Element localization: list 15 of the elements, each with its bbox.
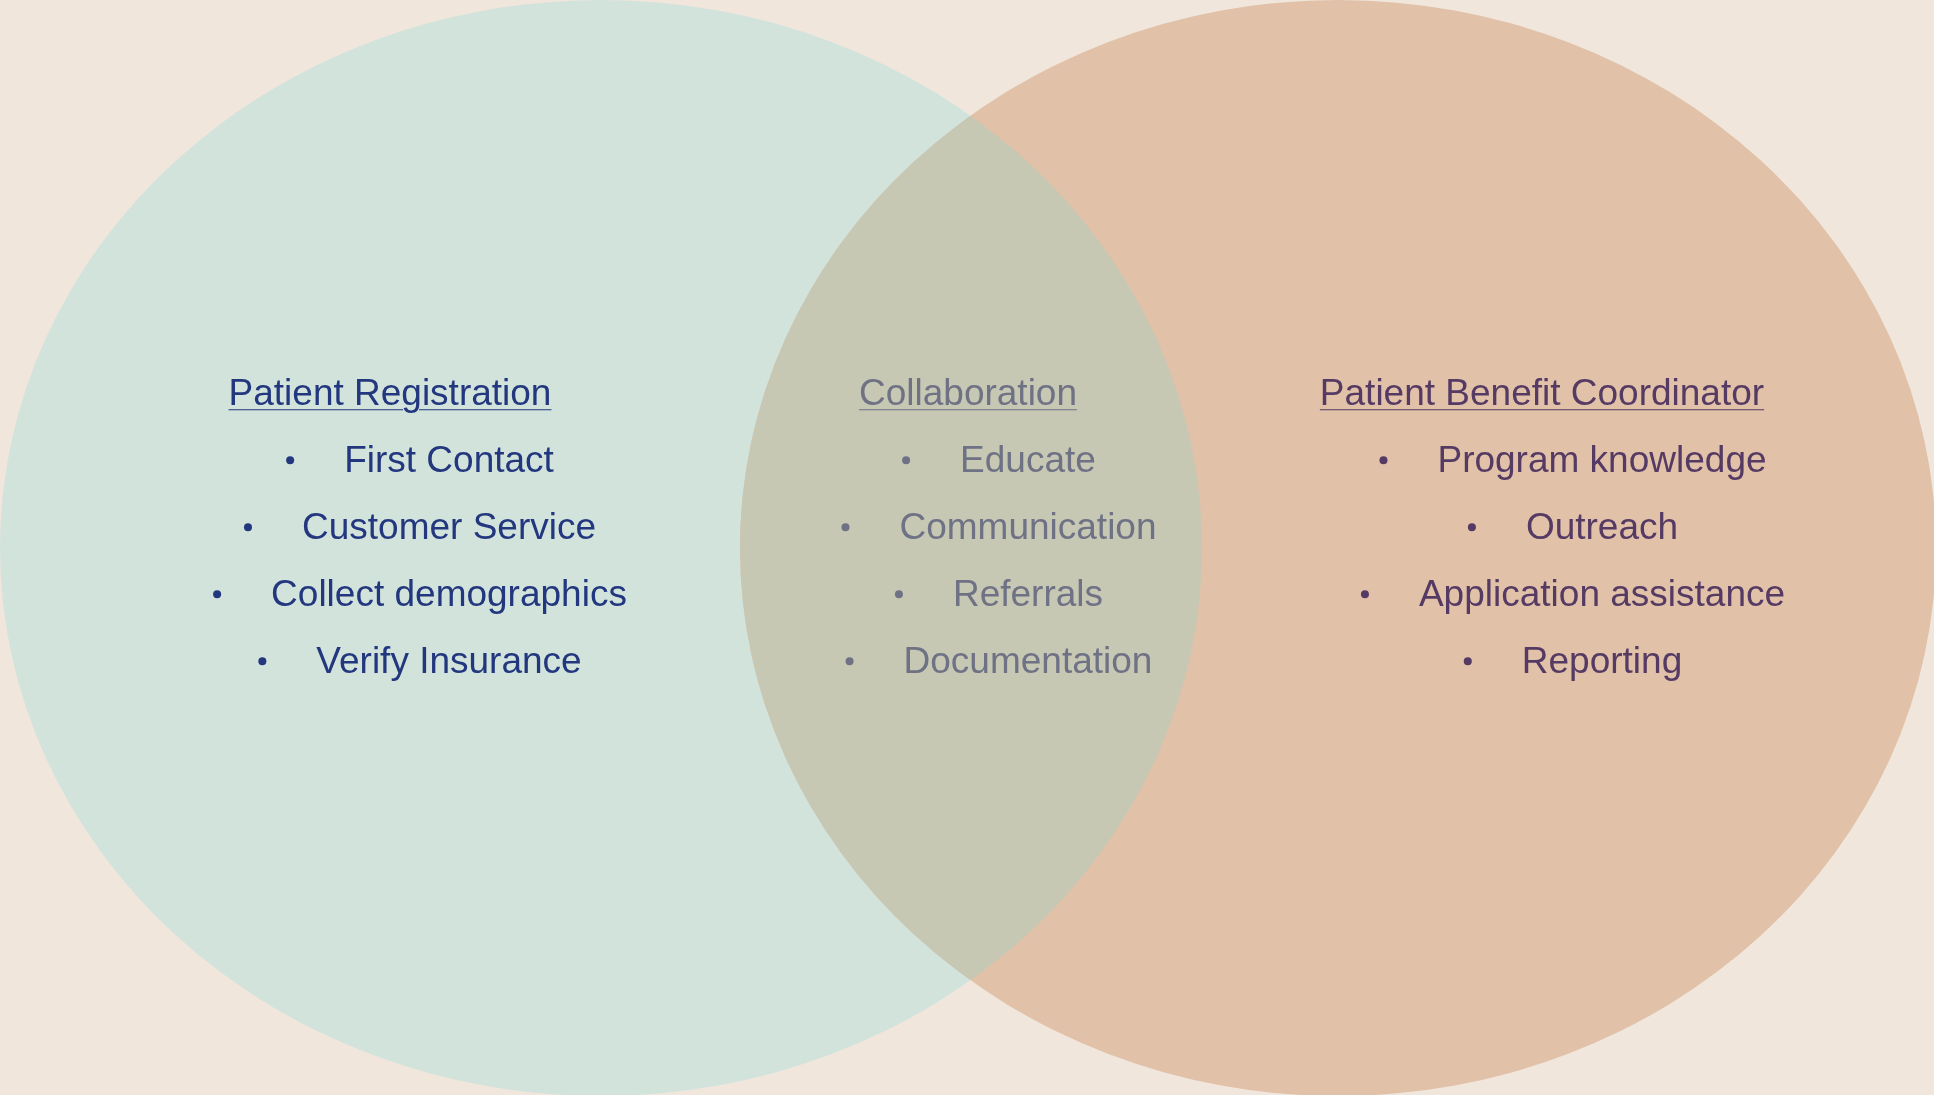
list-item: Communication	[899, 505, 1157, 550]
list-item: Reporting	[1521, 639, 1683, 684]
list-item: Program knowledge	[1437, 438, 1767, 483]
list-item: Application assistance	[1418, 572, 1786, 617]
section-heading: Patient Registration	[228, 371, 552, 416]
list-item: First Contact	[344, 438, 554, 483]
list-item: Documentation	[903, 639, 1153, 684]
list-item: Verify Insurance	[316, 639, 582, 684]
list-item: Collect demographics	[271, 572, 627, 617]
list-item: Outreach	[1525, 505, 1679, 550]
list-item: Customer Service	[302, 505, 596, 550]
section-heading: Patient Benefit Coordinator	[1319, 371, 1765, 416]
list-item: Referrals	[952, 572, 1104, 617]
section-heading: Collaboration	[859, 371, 1077, 416]
list-item: Educate	[960, 438, 1096, 483]
